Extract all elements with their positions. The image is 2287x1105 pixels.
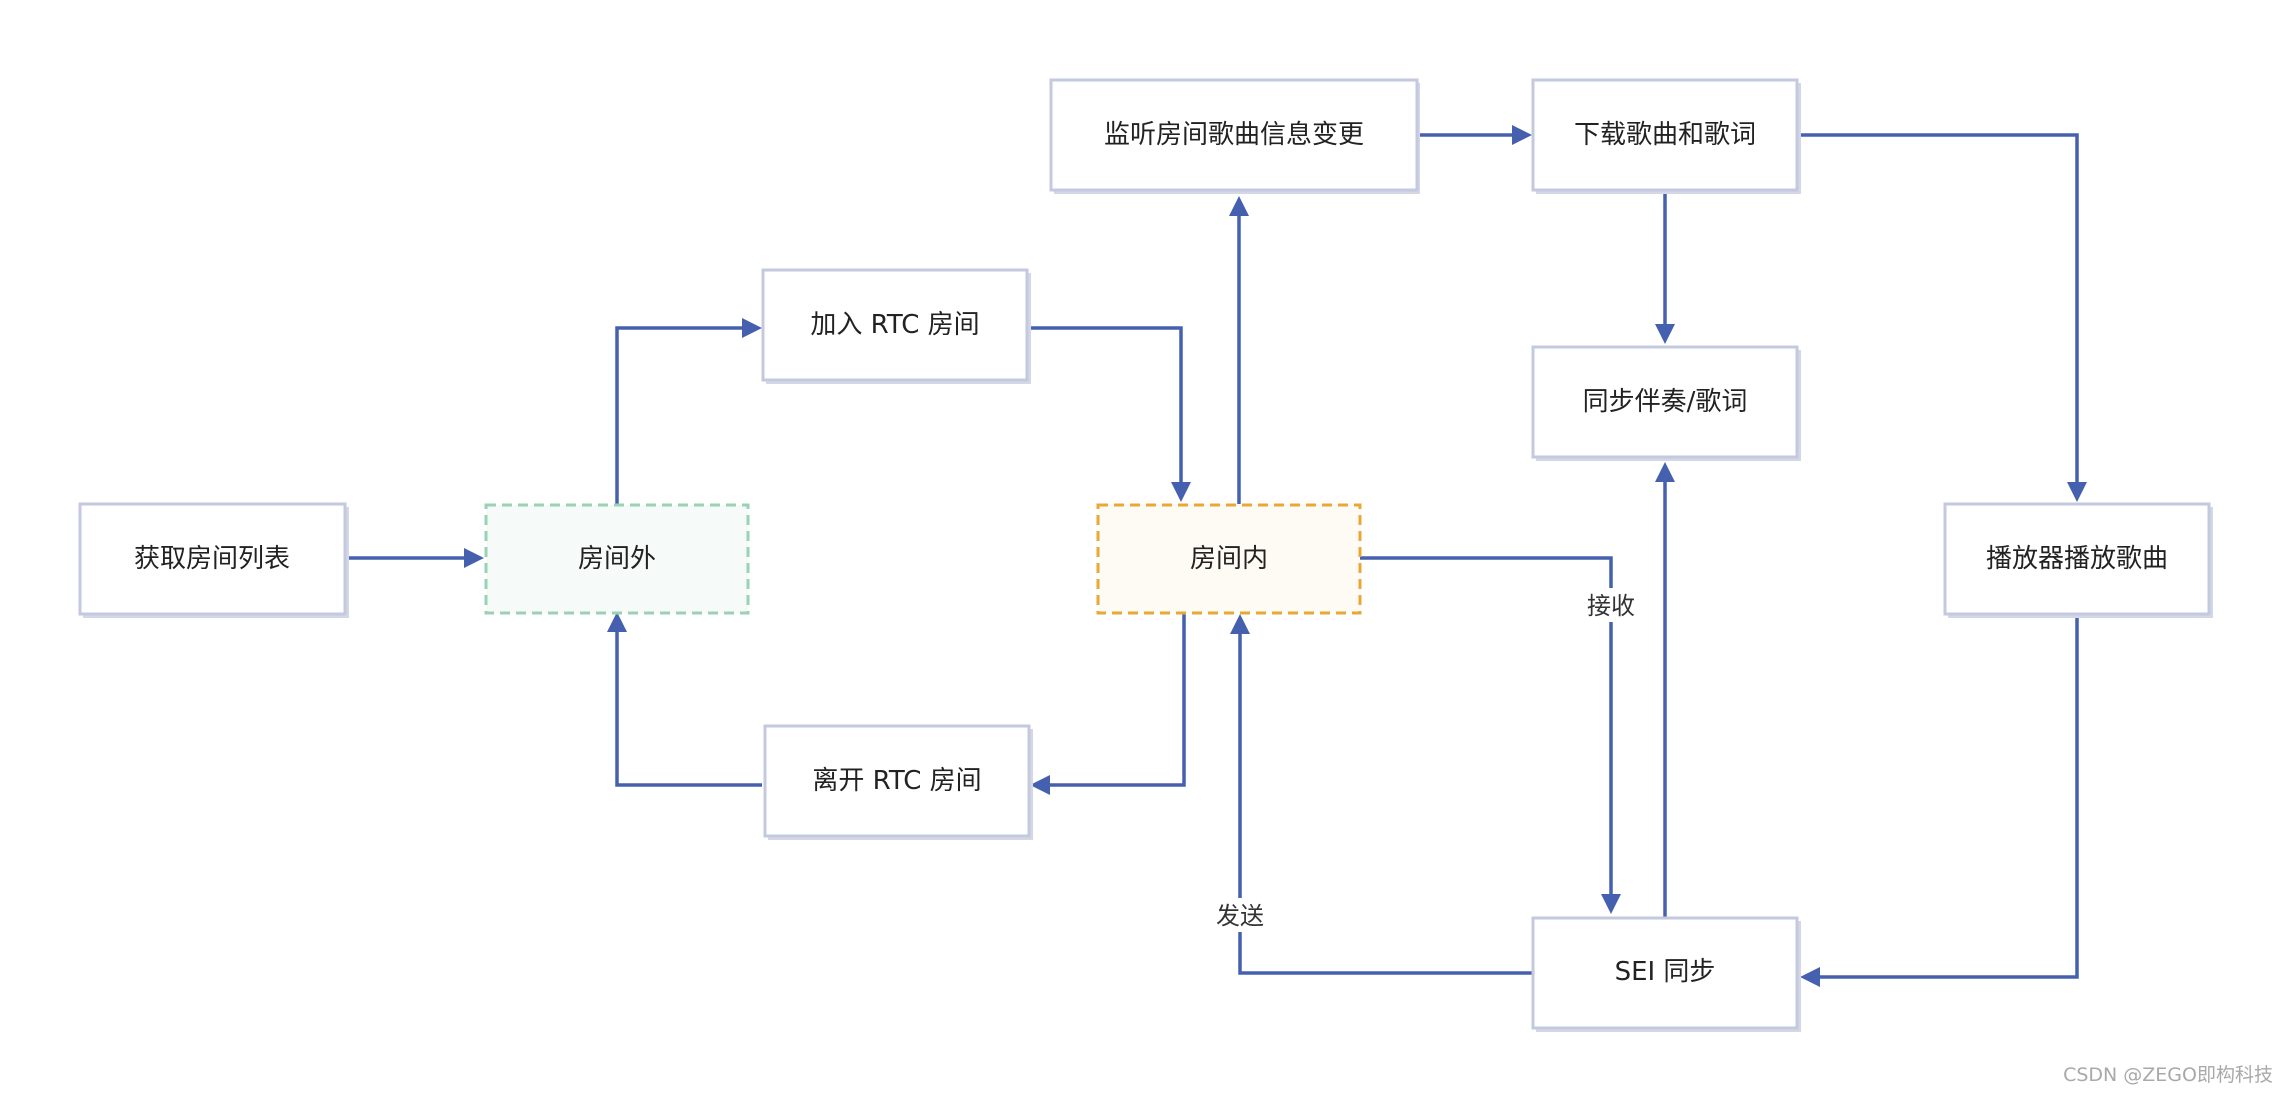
svg-text:加入 RTC 房间: 加入 RTC 房间 — [810, 310, 979, 340]
edge-sei-to-inside-send — [1230, 614, 1532, 975]
edge-player-to-sei — [1800, 614, 2079, 987]
svg-text:监听房间歌曲信息变更: 监听房间歌曲信息变更 — [1104, 120, 1364, 150]
svg-text:房间内: 房间内 — [1190, 544, 1268, 574]
edge-inside-to-sei-receive — [1360, 556, 1621, 914]
svg-text:SEI 同步: SEI 同步 — [1615, 957, 1716, 987]
svg-text:同步伴奏/歌词: 同步伴奏/歌词 — [1583, 387, 1748, 417]
edge-label-receive: 接收 — [1585, 588, 1637, 622]
node-listen-song-info: 监听房间歌曲信息变更 — [1049, 78, 1420, 194]
node-sync-accompaniment: 同步伴奏/歌词 — [1531, 345, 1801, 461]
svg-text:获取房间列表: 获取房间列表 — [134, 544, 290, 574]
node-download-song-lyrics: 下载歌曲和歌词 — [1531, 78, 1801, 194]
node-leave-rtc-room: 离开 RTC 房间 — [763, 724, 1033, 840]
svg-text:发送: 发送 — [1216, 902, 1264, 930]
node-player-play-song: 播放器播放歌曲 — [1943, 502, 2213, 618]
node-get-room-list: 获取房间列表 — [78, 502, 349, 618]
edge-leave-to-outside — [607, 612, 762, 787]
watermark-text: CSDN @ZEGO即构科技 — [2063, 1064, 2273, 1086]
edge-download-to-player — [1798, 133, 2087, 502]
edge-inside-to-listen — [1229, 196, 1249, 504]
svg-text:接收: 接收 — [1587, 592, 1635, 620]
svg-text:播放器播放歌曲: 播放器播放歌曲 — [1986, 544, 2168, 574]
node-outside-room: 房间外 — [484, 503, 750, 615]
svg-text:房间外: 房间外 — [578, 544, 656, 574]
edge-inside-to-leave — [1030, 614, 1186, 795]
edge-list-to-outside — [345, 548, 484, 568]
svg-text:下载歌曲和歌词: 下载歌曲和歌词 — [1574, 120, 1756, 150]
edge-listen-to-download — [1420, 125, 1532, 145]
edge-label-send: 发送 — [1214, 898, 1266, 932]
node-join-rtc-room: 加入 RTC 房间 — [761, 268, 1031, 384]
node-sei-sync: SEI 同步 — [1531, 916, 1801, 1032]
node-inside-room: 房间内 — [1096, 503, 1362, 615]
edge-download-to-sync — [1655, 191, 1675, 344]
edge-sei-to-sync — [1655, 462, 1675, 918]
svg-text:离开 RTC 房间: 离开 RTC 房间 — [812, 766, 981, 796]
edge-join-to-inside — [1027, 326, 1191, 502]
edge-outside-to-join — [615, 318, 762, 504]
